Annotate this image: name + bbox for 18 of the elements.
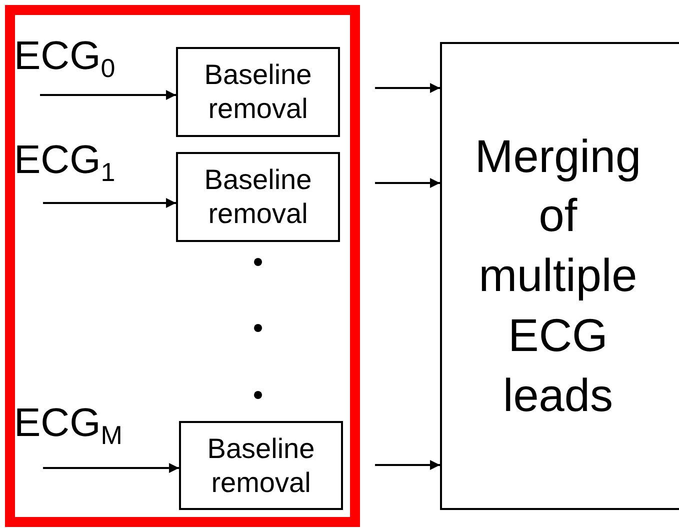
process-box: [179, 421, 343, 510]
process-box: [176, 152, 340, 242]
process-box: [176, 47, 340, 137]
arrow: [43, 463, 179, 473]
arrow: [375, 460, 440, 470]
arrow: [40, 90, 176, 100]
arrow: [43, 198, 176, 208]
box-label: Baseline removal: [204, 58, 312, 126]
box-label: Baseline removal: [207, 432, 315, 500]
arrow: [375, 83, 440, 93]
arrow: [375, 178, 440, 188]
signal-label: ECG$_{1}$: [14, 140, 116, 180]
group-frame: [5, 5, 360, 527]
signal-label: ECG$_{0}$: [14, 36, 116, 76]
box-label: Baseline removal: [204, 163, 312, 231]
box-label: Merging of multiple ECG leads: [474, 128, 642, 423]
process-box: [440, 42, 679, 510]
signal-label: ECG$_{M}$: [14, 403, 122, 443]
